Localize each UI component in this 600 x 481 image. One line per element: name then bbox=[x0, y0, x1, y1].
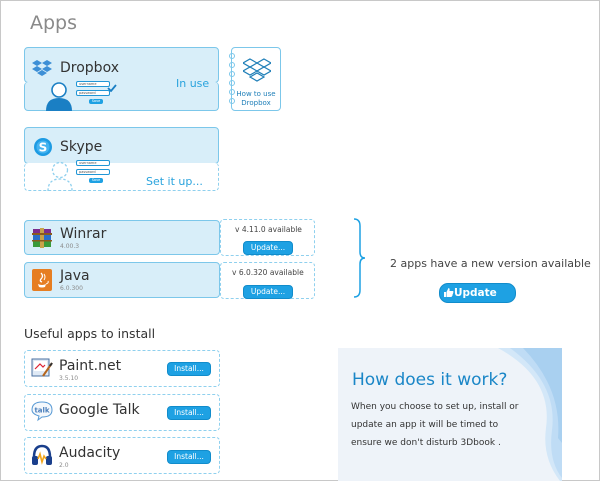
java-card[interactable] bbox=[24, 262, 220, 298]
skype-username-field: username bbox=[76, 160, 110, 166]
googletalk-install-button[interactable]: Install... bbox=[167, 406, 211, 420]
skype-status[interactable]: Set it up... bbox=[146, 175, 203, 188]
howto-line-2: Dropbox bbox=[241, 99, 271, 107]
audacity-name: Audacity bbox=[59, 445, 121, 461]
skype-name: Skype bbox=[60, 139, 103, 155]
java-update-button[interactable]: Update... bbox=[243, 285, 293, 299]
dropbox-outline-icon bbox=[243, 58, 271, 82]
page-title: Apps bbox=[30, 12, 78, 34]
useful-apps-heading: Useful apps to install bbox=[24, 326, 156, 341]
decorative-wave bbox=[498, 348, 562, 481]
dropbox-name: Dropbox bbox=[60, 60, 119, 76]
paintnet-install-button[interactable]: Install... bbox=[167, 362, 211, 376]
winrar-card[interactable] bbox=[24, 220, 220, 255]
spiral-binding-icon bbox=[229, 53, 235, 104]
audacity-install-button[interactable]: Install... bbox=[167, 450, 211, 464]
how-it-works-body: When you choose to set up, install or up… bbox=[351, 402, 519, 448]
winrar-name: Winrar bbox=[60, 226, 107, 242]
google-talk-icon: talk bbox=[31, 401, 53, 422]
thumbs-up-icon bbox=[444, 288, 454, 297]
skype-icon: S bbox=[34, 138, 52, 156]
java-available: v 6.0.320 available bbox=[232, 268, 304, 277]
how-it-works-title: How does it work? bbox=[352, 370, 508, 390]
dropbox-password-field: password bbox=[76, 90, 110, 96]
svg-text:S: S bbox=[39, 141, 48, 155]
bracket-brace-icon bbox=[353, 218, 366, 298]
checkmark-icon bbox=[107, 84, 117, 92]
how-it-works-panel: How does it work? When you choose to set… bbox=[338, 348, 562, 481]
update-all-button[interactable]: Update All bbox=[439, 283, 516, 317]
dropbox-card[interactable] bbox=[24, 47, 219, 83]
svg-text:talk: talk bbox=[34, 407, 49, 415]
winrar-update-button[interactable]: Update... bbox=[243, 241, 293, 255]
java-version: 6.0.300 bbox=[60, 285, 83, 292]
audacity-version: 2.0 bbox=[59, 462, 69, 469]
skype-card[interactable] bbox=[24, 127, 219, 164]
dropbox-username-field: username bbox=[76, 81, 110, 87]
java-name: Java bbox=[60, 268, 90, 284]
dropbox-save-mock: Save bbox=[89, 99, 103, 104]
paintnet-name: Paint.net bbox=[59, 358, 122, 374]
dropbox-icon bbox=[32, 60, 52, 76]
user-avatar-icon bbox=[46, 82, 72, 111]
skype-password-field: password bbox=[76, 169, 110, 175]
audacity-icon bbox=[32, 444, 52, 465]
dropbox-status: In use bbox=[176, 77, 210, 90]
winrar-icon bbox=[32, 228, 52, 248]
winrar-available: v 4.11.0 available bbox=[235, 225, 302, 234]
update-all-label: Update All bbox=[454, 287, 497, 317]
howto-dropbox-card[interactable]: How to use Dropbox bbox=[229, 47, 281, 111]
user-placeholder-icon bbox=[47, 161, 73, 191]
googletalk-name: Google Talk bbox=[59, 402, 140, 418]
java-icon bbox=[32, 269, 52, 291]
winrar-version: 4.00.3 bbox=[60, 243, 80, 250]
update-summary-text: 2 apps have a new version available bbox=[390, 257, 591, 270]
howto-line-1: How to use bbox=[236, 90, 276, 98]
paintnet-version: 3.5.10 bbox=[59, 375, 79, 382]
skype-save-mock: Save bbox=[89, 178, 103, 183]
paintnet-icon bbox=[31, 358, 53, 377]
